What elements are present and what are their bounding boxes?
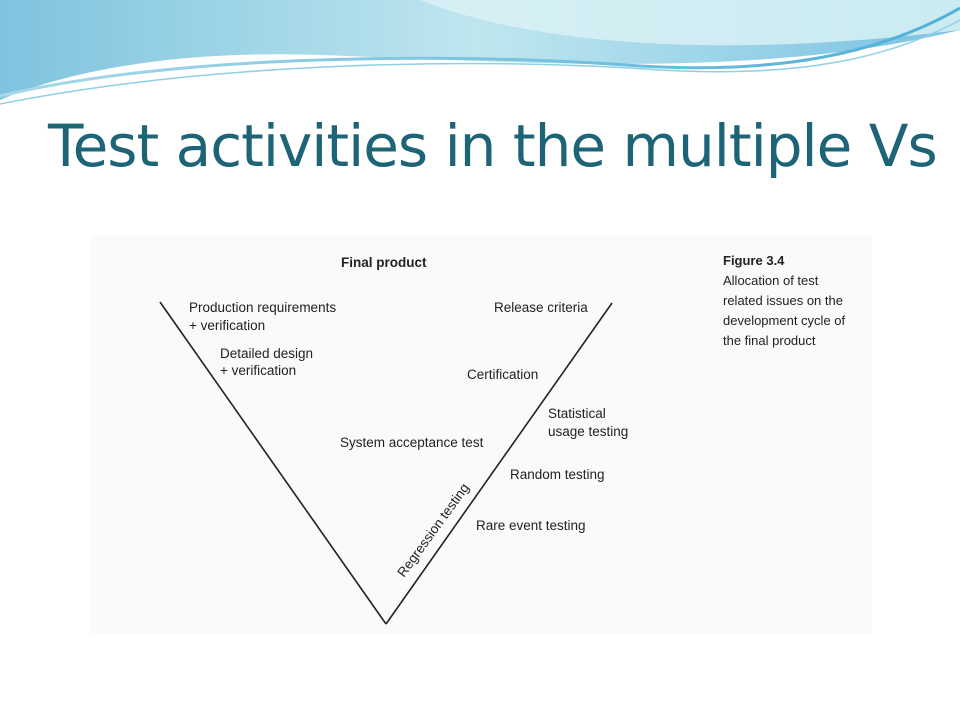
caption-line: development cycle of [723,313,846,328]
statistical-usage-testing-label: Statistical usage testing [548,406,628,439]
detailed-design-label: Detailed design + verification [220,346,317,378]
rare-event-testing-label: Rare event testing [476,518,586,533]
caption-line: related issues on the [723,293,843,308]
v-right-arm [385,302,613,625]
figure-number: Figure 3.4 [723,253,785,268]
slide-title: Test activities in the multiple Vs [48,112,938,180]
random-testing-label: Random testing [510,467,605,482]
figure-panel [90,236,872,634]
production-requirements-label: Production requirements + verification [189,300,340,333]
production-requirements-line: Production requirements [189,300,336,315]
header-wave-banner [0,0,960,105]
v-left-arm [159,301,387,625]
caption-line: the final product [723,333,816,348]
figure-caption: Figure 3.4 Allocation of test related is… [723,251,873,351]
detailed-design-line: Detailed design [220,346,313,361]
release-criteria-label: Release criteria [494,300,588,315]
production-verification-line: + verification [189,318,265,333]
statistical-line: Statistical [548,406,606,421]
final-product-label: Final product [341,255,427,270]
detailed-verification-line: + verification [220,363,296,378]
certification-label: Certification [467,367,538,382]
system-acceptance-test-label: System acceptance test [340,435,484,450]
caption-line: Allocation of test [723,273,819,288]
regression-testing-label: Regression testing [394,480,472,579]
usage-testing-line: usage testing [548,424,628,439]
